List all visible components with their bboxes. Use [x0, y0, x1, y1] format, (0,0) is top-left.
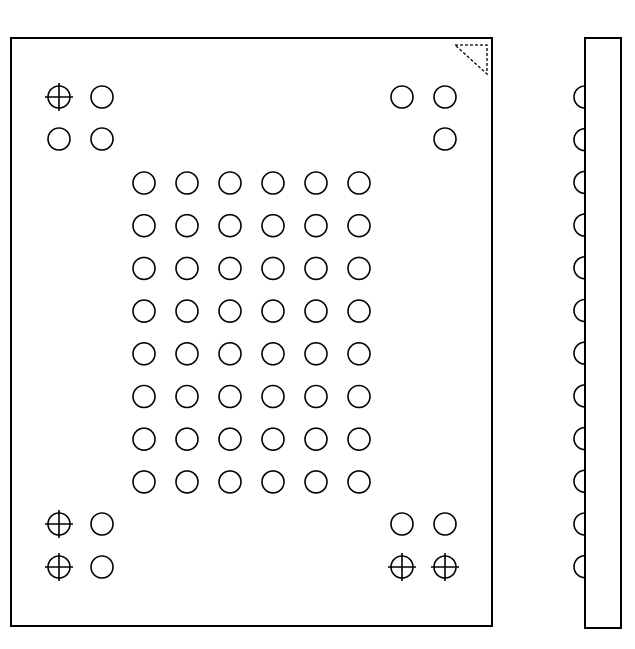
reference-ball-icon-bottom-left: [45, 510, 73, 538]
corner-ball-top-left: [90, 85, 114, 109]
corner-ball-top-right: [433, 127, 457, 151]
array-ball: [347, 341, 371, 366]
corner-ball-top-right: [390, 85, 414, 109]
side-ball: [573, 426, 586, 451]
package-outline: [10, 37, 493, 627]
corner-ball-top-left: [47, 127, 71, 151]
array-ball: [304, 384, 328, 409]
array-ball: [132, 427, 156, 452]
side-ball: [573, 127, 586, 152]
array-ball: [218, 256, 242, 281]
corner-ball-bottom-left: [90, 512, 114, 536]
array-ball: [218, 341, 242, 366]
side-ball-column: [573, 85, 586, 579]
pin1-indicator-icon: [453, 44, 488, 76]
array-ball: [175, 384, 199, 409]
array-ball: [347, 213, 371, 238]
array-ball: [218, 384, 242, 409]
array-ball: [175, 213, 199, 238]
array-ball: [304, 171, 328, 195]
array-ball: [218, 427, 242, 452]
array-ball: [347, 384, 371, 409]
array-ball: [304, 299, 328, 323]
array-ball: [261, 213, 285, 238]
array-ball: [261, 470, 285, 494]
array-ball: [347, 256, 371, 281]
side-ball: [573, 170, 586, 195]
array-ball: [175, 299, 199, 323]
array-ball: [132, 470, 156, 494]
array-ball: [261, 427, 285, 452]
package-side-view: [573, 37, 622, 629]
corner-ball-top-right: [433, 85, 457, 109]
reference-ball-icon-bottom-right: [431, 553, 459, 581]
array-ball: [347, 171, 371, 195]
package-bottom-view: [10, 37, 493, 627]
side-ball: [573, 213, 586, 237]
side-ball: [573, 469, 586, 494]
array-ball: [175, 341, 199, 366]
side-ball: [573, 256, 586, 280]
array-ball: [175, 256, 199, 281]
reference-ball-icon-bottom-left: [45, 553, 73, 581]
array-ball: [261, 341, 285, 366]
center-ball-array: [132, 171, 371, 494]
array-ball: [132, 384, 156, 409]
side-ball: [573, 85, 586, 109]
side-ball: [573, 384, 586, 408]
array-ball: [218, 213, 242, 238]
array-ball: [218, 470, 242, 494]
array-ball: [261, 171, 285, 195]
corner-ball-bottom-left: [90, 555, 114, 579]
array-ball: [132, 171, 156, 195]
array-ball: [347, 299, 371, 323]
array-ball: [175, 427, 199, 452]
side-ball: [573, 554, 586, 579]
array-ball: [132, 256, 156, 281]
corner-ball-bottom-right: [390, 512, 414, 536]
array-ball: [304, 256, 328, 281]
reference-ball-icon-top-left: [45, 83, 73, 111]
array-ball: [261, 384, 285, 409]
array-ball: [261, 256, 285, 281]
array-ball: [175, 470, 199, 494]
corner-ball-top-left: [90, 127, 114, 151]
array-ball: [218, 171, 242, 195]
array-ball: [132, 299, 156, 323]
reference-ball-icon-bottom-right: [388, 553, 416, 581]
array-ball: [304, 341, 328, 366]
array-ball: [261, 299, 285, 323]
array-ball: [347, 427, 371, 452]
side-ball: [573, 512, 586, 536]
side-ball: [573, 341, 586, 365]
array-ball: [175, 171, 199, 195]
array-ball: [304, 427, 328, 452]
corner-ball-bottom-right: [433, 512, 457, 536]
array-ball: [304, 213, 328, 238]
array-ball: [218, 299, 242, 323]
array-ball: [304, 470, 328, 494]
array-ball: [132, 341, 156, 366]
array-ball: [347, 470, 371, 494]
array-ball: [132, 213, 156, 238]
corner-ball-groups: [45, 83, 459, 581]
side-ball: [573, 298, 586, 323]
side-view-outline: [584, 37, 622, 629]
